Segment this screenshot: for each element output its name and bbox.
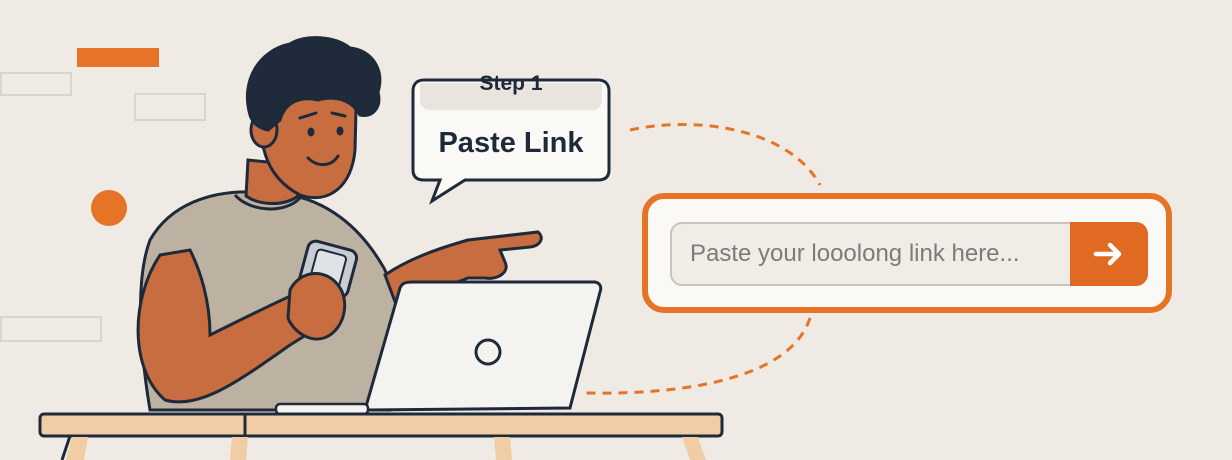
arrow-right-icon [1093, 242, 1122, 266]
submit-button[interactable] [1070, 222, 1148, 286]
eye [336, 126, 344, 136]
eye [307, 127, 315, 137]
link-input[interactable] [670, 222, 1070, 286]
smile [306, 154, 340, 166]
table-top [38, 412, 724, 438]
left-arm [136, 248, 332, 404]
hair [245, 36, 382, 132]
decorative-outline-rect [134, 93, 206, 121]
speech-bubble-header [420, 83, 602, 110]
eyebrow [298, 111, 318, 120]
decorative-orange-dot [91, 190, 127, 226]
shirt-collar [233, 193, 302, 211]
eyebrow [330, 111, 347, 118]
dashed-connector-bottom [584, 317, 812, 395]
step-label: Step 1 [479, 72, 543, 95]
dashed-connector-top [629, 123, 822, 186]
laptop-lid [363, 280, 603, 412]
step-title: Paste Link [438, 127, 584, 159]
decorative-outline-rect [0, 316, 102, 342]
table-leg-fill [66, 437, 706, 460]
decorative-outline-rect [0, 72, 72, 96]
speech-bubble [411, 78, 611, 205]
decorative-orange-bar [77, 48, 159, 67]
table-legs [60, 435, 702, 460]
left-hand [286, 272, 347, 341]
link-shortener-widget [642, 193, 1172, 313]
laptop-logo-icon [474, 338, 502, 366]
